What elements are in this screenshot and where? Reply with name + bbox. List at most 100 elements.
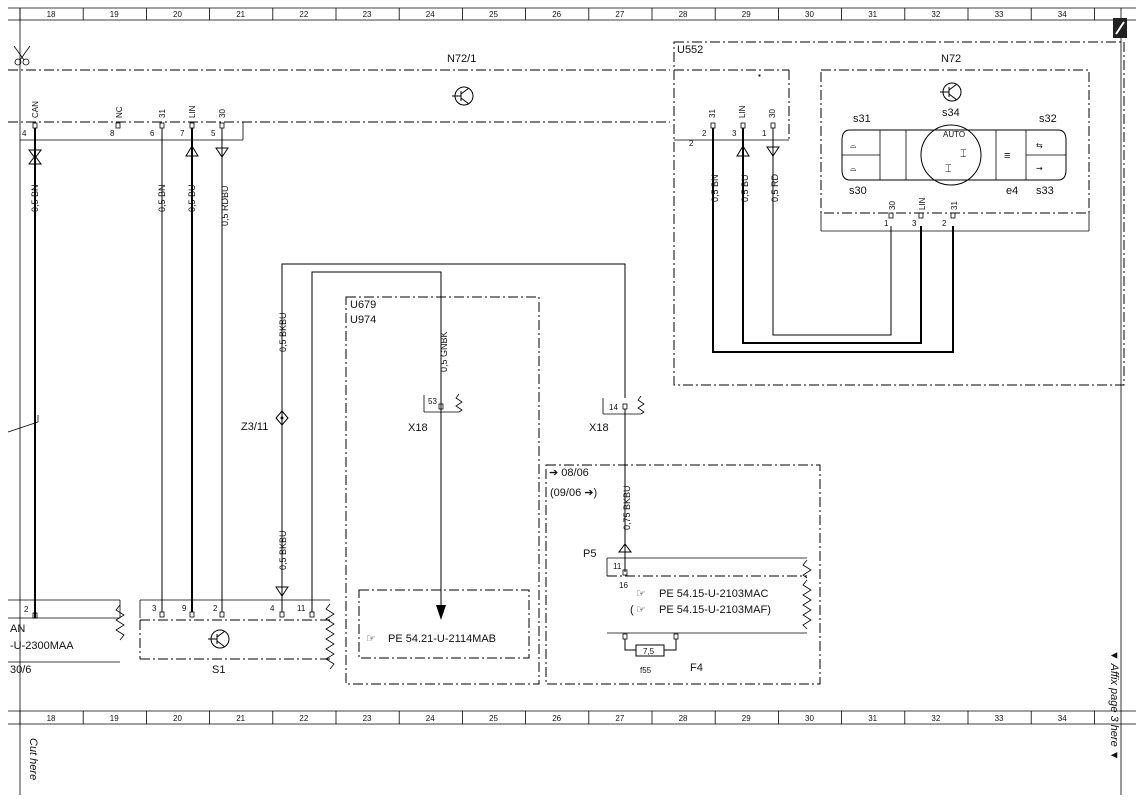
ruler-number: 23 (363, 10, 372, 19)
pin-num: 11 (613, 562, 622, 571)
pin-signal: LIN (918, 197, 927, 210)
u974-label: U974 (350, 314, 376, 326)
ruler-number: 30 (805, 714, 814, 723)
wire-label: 0,5 BU (187, 184, 197, 212)
n72-module: N72 AUTO ⌶ ⌶ ≡ ⌓ ⌓ ⇆ ⇝ s31 s34 s32 s30 e… (820, 53, 1090, 232)
s33-label: s33 (1036, 185, 1054, 197)
s32-label: s32 (1039, 113, 1057, 125)
pin-num: 2 (942, 219, 947, 228)
climate-control-panel (841, 129, 1067, 181)
ruler-number: 21 (236, 714, 245, 723)
s1-label: S1 (212, 664, 225, 676)
hand-pointer-icon: ☞ (366, 633, 376, 645)
wire-label: 0,5 RD (770, 173, 780, 202)
fresh-air-icon: ⇝ (1036, 164, 1043, 173)
e4-label: e4 (1006, 185, 1018, 197)
pe-maf-ref: PE 54.15-U-2103MAF) (659, 604, 771, 616)
pin-num: 7 (180, 129, 185, 138)
affix-page-label: ▼ Affix page 3 here ▼ (1108, 650, 1120, 761)
ruler-number: 27 (615, 10, 624, 19)
pin-signal: LIN (738, 105, 747, 118)
pin-num: 11 (297, 604, 306, 613)
pin-num: 2 (24, 605, 29, 614)
auto-label: AUTO (943, 130, 965, 139)
s34-label: s34 (942, 107, 960, 119)
ruler-number: 29 (742, 10, 751, 19)
fan-icon: ⌶ (960, 148, 967, 160)
pin-num: 2 (213, 604, 218, 613)
pin-signal: 31 (708, 109, 717, 118)
ruler-number: 30 (805, 10, 814, 19)
wire-label: 0,5 BKBU (278, 312, 288, 352)
x18-connector-b: 14 X18 (589, 395, 645, 434)
date-from-label: ➔ 08/06 (549, 467, 589, 479)
ruler-number: 18 (47, 10, 56, 19)
u679-module: U679 U974 ☞ PE 54.21-U-2114MAB (345, 296, 540, 685)
arrow-down-icon (275, 586, 289, 597)
pin-signal: 30 (888, 201, 897, 210)
p5-label: P5 (583, 548, 596, 560)
pin-num: 4 (22, 129, 27, 138)
arrow-up-icon (185, 145, 199, 157)
pin-signal: 31 (158, 109, 167, 118)
arrow-up-icon (28, 155, 42, 165)
pin-num: 5 (211, 129, 216, 138)
fan-icon: ⌶ (945, 163, 952, 175)
pin-num: 6 (150, 129, 155, 138)
wire-bn-u552 (712, 128, 954, 353)
n72-1-label: N72/1 (447, 53, 476, 65)
pin-num: 16 (619, 581, 628, 590)
ruler-number: 33 (995, 714, 1004, 723)
ruler-number: 22 (299, 714, 308, 723)
pin-num: 9 (182, 604, 187, 613)
transistor-icon (452, 86, 474, 106)
transistor-icon (208, 629, 230, 649)
pin-num: 14 (609, 403, 618, 412)
wire-rd-u552 (772, 128, 892, 336)
wire-label: 0,5 BN (30, 184, 40, 212)
ruler-number: 18 (47, 714, 56, 723)
u552-label: U552 (677, 44, 703, 56)
ruler-number: 24 (426, 714, 435, 723)
f4-label: F4 (690, 662, 703, 674)
ruler-number: 19 (110, 714, 119, 723)
wire-gnbk (311, 271, 442, 612)
svg-text:▪: ▪ (758, 71, 761, 80)
ruler-number: 28 (679, 10, 688, 19)
scissors-icon (13, 45, 31, 66)
pin-signal: 31 (950, 201, 959, 210)
wire-label: 0,5 BN (157, 184, 167, 212)
arrow-down-icon (436, 605, 446, 620)
wire-bu-u552 (742, 128, 922, 344)
arrow-down-icon (766, 146, 780, 157)
u679-label: U679 (350, 299, 376, 311)
ruler-number: 32 (931, 714, 940, 723)
arrow-down-icon (28, 149, 42, 159)
pin-signal: 30 (218, 109, 227, 118)
hand-pointer-icon: ☞ (636, 604, 646, 616)
x18-connector-a: 53 X18 (408, 393, 463, 434)
ruler-number: 22 (299, 10, 308, 19)
pin-signal: NC (115, 106, 124, 118)
ruler-number: 21 (236, 10, 245, 19)
date-until-label: (09/06 ➔) (550, 487, 597, 499)
cut-here-label: Cut here (27, 738, 39, 780)
wire-label: 0,5 BKBU (278, 530, 288, 570)
transistor-icon (940, 82, 962, 102)
x18-label: X18 (589, 422, 609, 434)
pin-num: 1 (762, 129, 767, 138)
left-date-label: 30/6 (10, 664, 31, 676)
windshield-icon: ⌓ (850, 141, 857, 150)
pe-mac-ref: PE 54.15-U-2103MAC (659, 588, 768, 600)
pin-signal: LIN (188, 105, 197, 118)
pin-num: 2 (702, 129, 707, 138)
pin-num: 8 (110, 129, 115, 138)
x18-label: X18 (408, 422, 428, 434)
n72-label: N72 (941, 53, 961, 65)
wire-label: 0,5 GNBK (439, 331, 449, 372)
wire-bkbu-top (281, 263, 626, 612)
wire-label: 0,5 BN (710, 174, 720, 202)
rear-defrost-icon: ≡ (1004, 150, 1010, 162)
wire-label: 0,5 RDBU (220, 185, 230, 226)
